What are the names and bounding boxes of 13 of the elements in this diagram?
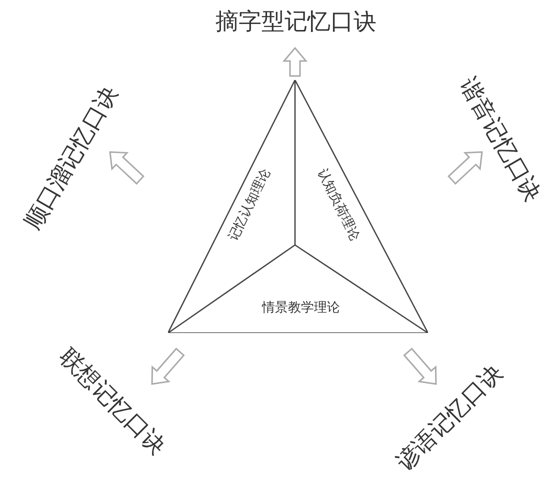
- text-label: 摘字型记忆口诀: [216, 4, 376, 40]
- hollow-arrow: [282, 46, 308, 77]
- hollow-arrow: [448, 151, 483, 185]
- text-label: 顺口溜记忆口诀: [16, 80, 128, 236]
- text-label: 情景教学理论: [262, 298, 340, 318]
- hollow-arrow: [151, 348, 185, 385]
- text-label: 联想记忆口诀: [51, 341, 173, 463]
- hollow-arrow: [403, 348, 437, 385]
- text-label: 记忆认知理论: [224, 166, 276, 244]
- text-label: 谐音记忆口诀: [450, 72, 550, 208]
- text-label: 认知负荷理论: [312, 166, 364, 244]
- text-label: 谚语记忆口诀: [389, 357, 511, 477]
- hollow-arrow: [109, 151, 144, 185]
